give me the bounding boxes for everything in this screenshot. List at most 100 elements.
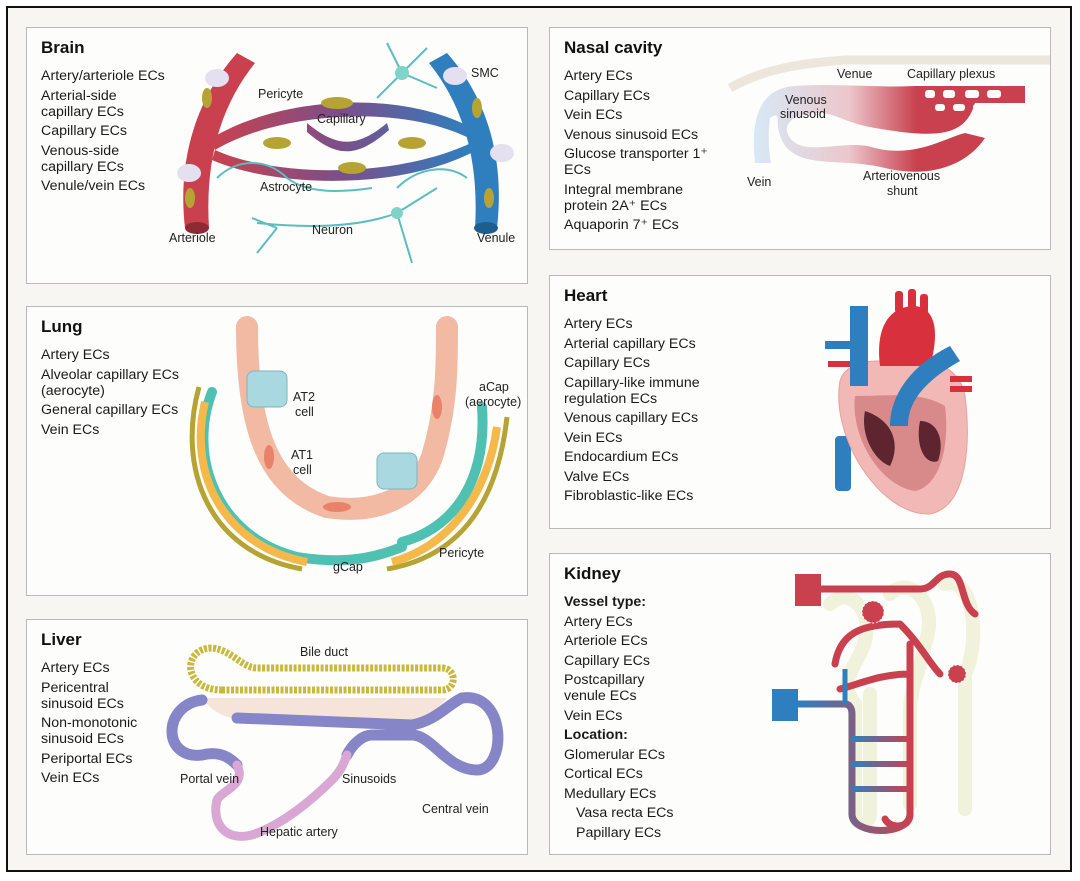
label-av-shunt-2: shunt: [887, 184, 918, 198]
list-item: Artery/arteriole ECs: [41, 68, 165, 84]
liver-ec-list: Artery ECs Pericentral sinusoid ECs Non-…: [41, 660, 161, 790]
pericyte: [321, 97, 353, 109]
list-item: Vein ECs: [41, 421, 100, 438]
label-pericyte: Pericyte: [439, 546, 484, 560]
list-item: Vein ECs: [564, 429, 623, 446]
list-item: Endocardium ECs: [564, 449, 679, 465]
list-item: General capillary ECs: [41, 402, 179, 418]
list-item: Non-monotonic sinusoid ECs: [41, 715, 138, 747]
nasal-ec-list: Artery ECs Capillary ECs Vein ECs Venous…: [564, 68, 724, 237]
list-item: Papillary ECs: [576, 824, 662, 841]
list-item: Integral membrane protein 2A⁺ ECs: [564, 181, 684, 214]
neuron-top: [376, 42, 438, 99]
kidney-title: Kidney: [564, 564, 621, 583]
bile-duct: [187, 644, 457, 694]
label-portal-vein: Portal vein: [180, 772, 239, 786]
list-item: Cortical ECs: [564, 766, 643, 782]
heart-title: Heart: [564, 286, 608, 305]
brain-panel: Brain Artery/arteriole ECs Arterial-side…: [26, 27, 528, 284]
renal-vein: [772, 689, 798, 721]
epithelium: [727, 55, 1050, 92]
nasal-vasculature-illustration: Venue Capillary plexus Venous sinusoid V…: [727, 55, 1050, 198]
heart-panel: Heart Artery ECs Arterial capillary ECs …: [549, 275, 1051, 529]
label-bile-duct: Bile duct: [300, 645, 348, 659]
list-item: Arteriole ECs: [564, 633, 648, 649]
label-neuron: Neuron: [312, 223, 353, 237]
label-hepatic-artery: Hepatic artery: [260, 825, 339, 839]
pulmonary-artery: [890, 346, 960, 426]
pericyte-layer: [189, 386, 510, 572]
label-smc: SMC: [471, 66, 499, 80]
label-venous-sinusoid-2: sinusoid: [780, 107, 826, 121]
label-acap: aCap: [479, 380, 509, 394]
kidney-nephron-illustration: [772, 570, 981, 834]
liver-panel: Liver Artery ECs Pericentral sinusoid EC…: [26, 619, 528, 855]
hepatic-artery: [211, 750, 352, 841]
venule-vessel: [429, 53, 499, 228]
list-item: Artery ECs: [41, 660, 110, 676]
label-av-shunt: Arteriovenous: [863, 169, 940, 183]
glomerulus: [861, 600, 885, 624]
liver-title: Liver: [41, 630, 82, 649]
list-item: Pericentral sinusoid ECs: [41, 679, 124, 712]
label-astrocyte: Astrocyte: [260, 180, 312, 194]
list-item: Venous sinusoid ECs: [564, 126, 699, 143]
at2-cell: [246, 370, 288, 408]
list-item: Postcapillary venule ECs: [564, 672, 645, 704]
brain-vasculature-illustration: Pericyte Capillary SMC Astrocyte Arterio…: [169, 42, 515, 264]
list-item: Medullary ECs: [564, 785, 657, 802]
sinusoid-loop: [166, 692, 504, 776]
heart-ec-list: Artery ECs Arterial capillary ECs Capill…: [564, 316, 739, 508]
at2-cell-2: [376, 452, 418, 490]
list-item: Glucose transporter 1⁺ ECs: [564, 146, 708, 178]
lung-alveolus-illustration: AT2 cell AT1 cell aCap (aerocyte) gCap P…: [189, 316, 521, 574]
list-item: Venous capillary ECs: [564, 410, 699, 426]
lung-title: Lung: [41, 317, 83, 336]
list-item: Artery ECs: [564, 613, 633, 630]
list-item: Artery ECs: [41, 347, 110, 363]
list-item: Periportal ECs: [41, 750, 133, 767]
pericyte: [338, 162, 366, 174]
label-venule: Venue: [837, 67, 873, 81]
list-item: Glomerular ECs: [564, 746, 665, 763]
label-gcap: gCap: [333, 560, 363, 574]
neuron: [251, 187, 438, 264]
aorta: [879, 306, 935, 366]
arteriole-vessel: [183, 53, 255, 228]
artery-branches: [817, 570, 979, 830]
kidney-ec-list: Vessel type: Artery ECs Arteriole ECs Ca…: [564, 594, 674, 844]
label-central-vein: Central vein: [422, 802, 489, 816]
list-item: Aquaporin 7⁺ ECs: [564, 217, 679, 233]
at1-cell: [236, 316, 458, 520]
label-at1-cell: cell: [293, 463, 312, 477]
label-capillary: Capillary: [317, 112, 366, 126]
label-at1: AT1: [291, 448, 313, 462]
label-aerocyte: (aerocyte): [465, 395, 521, 409]
pericyte: [398, 137, 426, 149]
list-item: Venule/vein ECs: [41, 178, 146, 194]
nasal-title: Nasal cavity: [564, 38, 663, 57]
list-item: Artery ECs: [564, 68, 633, 84]
list-item: Valve ECs: [564, 468, 630, 485]
liver-lobule-illustration: Bile duct Portal vein Sinusoids Central …: [166, 644, 504, 841]
ivc: [835, 436, 851, 491]
heart-illustration: [825, 289, 972, 515]
label-venule: Venule: [477, 231, 515, 245]
renal-artery: [795, 574, 821, 606]
label-vein: Vein: [747, 175, 771, 189]
list-item: Arterial-side capillary ECs: [41, 87, 124, 120]
list-item: Vein ECs: [564, 707, 623, 724]
label-at2: AT2: [293, 390, 315, 404]
glomerulus: [947, 664, 967, 684]
label-capillary-plexus: Capillary plexus: [907, 67, 995, 81]
list-item: Vasa recta ECs: [576, 805, 674, 821]
vessel-type-heading: Vessel type:: [564, 594, 647, 610]
pericyte: [263, 137, 291, 149]
list-item: Vein ECs: [41, 770, 100, 786]
nasal-cavity-panel: Nasal cavity Artery ECs Capillary ECs Ve…: [549, 27, 1051, 250]
astrocyte: [216, 162, 468, 192]
acap-layer: [397, 402, 488, 547]
yellow-layer: [196, 401, 501, 566]
brain-title: Brain: [41, 38, 85, 57]
list-item: Artery ECs: [564, 316, 633, 332]
